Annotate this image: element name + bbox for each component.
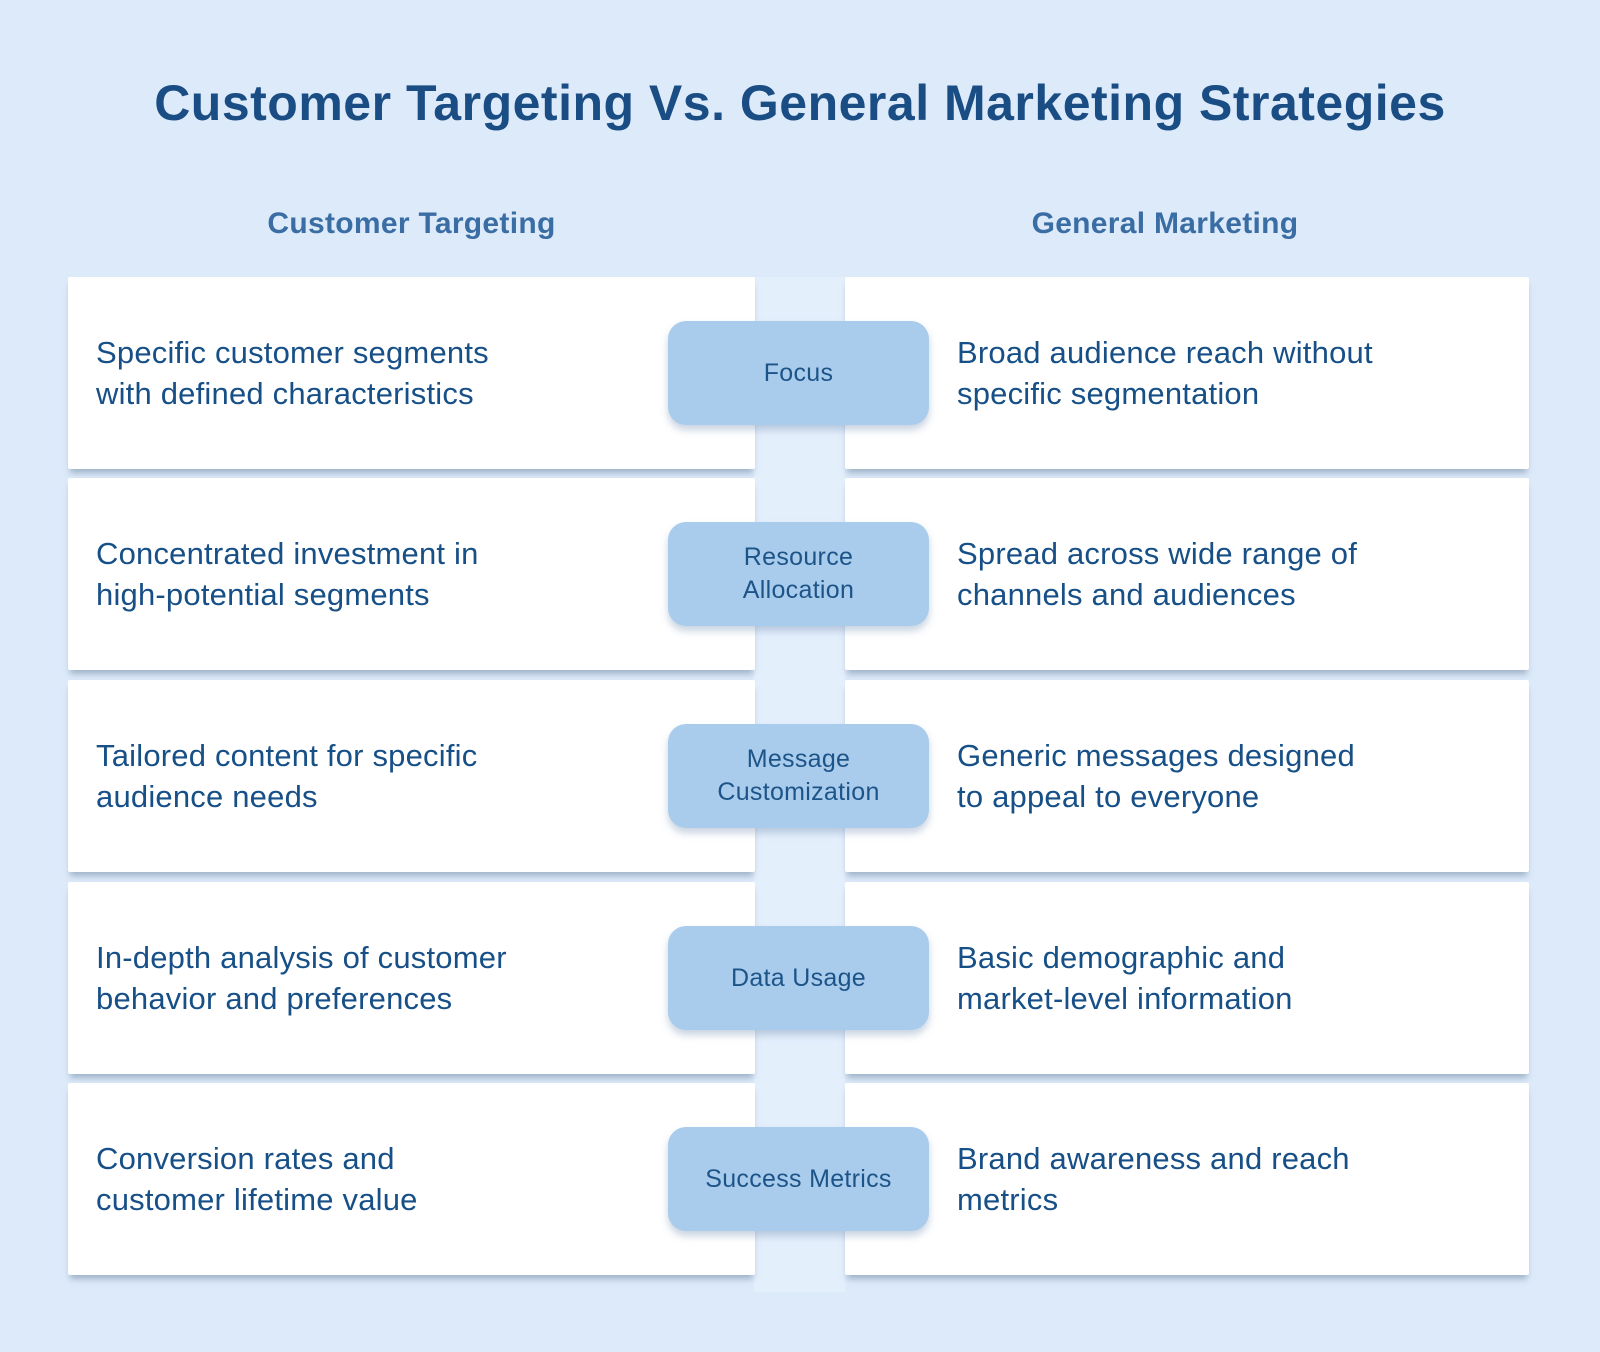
left-card-text: Specific customer segments with defined … [96,335,489,411]
category-label: Success Metrics [705,1164,892,1193]
category-label: Data Usage [730,963,867,992]
right-card-text: Brand awareness and reach metrics [957,1141,1350,1217]
category-pill-message-customization: Message Customization [668,724,929,828]
left-card-text: In-depth analysis of customer behavior a… [96,940,507,1016]
category-pill-success-metrics: Success Metrics [668,1127,929,1231]
left-card-text: Tailored content for specific audience n… [96,738,478,814]
category-pill-focus: Focus [668,321,929,425]
general-marketing-card: Generic messages designed to appeal to e… [845,680,1529,872]
general-marketing-card: Basic demographic and market-level infor… [845,882,1529,1074]
column-header-general-marketing: General Marketing [1031,207,1299,240]
row-message-customization: Tailored content for specific audience n… [0,680,1600,872]
right-card-text: Broad audience reach without specific se… [957,335,1373,411]
right-card-text: Spread across wide range of channels and… [957,536,1358,612]
row-focus: Specific customer segments with defined … [0,277,1600,469]
row-resource-allocation: Concentrated investment in high-potentia… [0,478,1600,670]
column-header-customer-targeting: Customer Targeting [267,207,556,240]
right-card-text: Generic messages designed to appeal to e… [957,738,1355,814]
customer-targeting-card: Tailored content for specific audience n… [68,680,755,872]
customer-targeting-card: Conversion rates and customer lifetime v… [68,1083,755,1275]
page-title: Customer Targeting Vs. General Marketing… [154,75,1446,131]
customer-targeting-card: Specific customer segments with defined … [68,277,755,469]
general-marketing-card: Spread across wide range of channels and… [845,478,1529,670]
customer-targeting-card: In-depth analysis of customer behavior a… [68,882,755,1074]
customer-targeting-card: Concentrated investment in high-potentia… [68,478,755,670]
category-pill-data-usage: Data Usage [668,926,929,1030]
category-label: Focus [763,358,834,387]
right-card-text: Basic demographic and market-level infor… [957,940,1293,1016]
left-card-text: Conversion rates and customer lifetime v… [96,1141,418,1217]
category-label: Resource Allocation [742,543,855,604]
left-card-text: Concentrated investment in high-potentia… [96,536,479,612]
row-data-usage: In-depth analysis of customer behavior a… [0,882,1600,1074]
general-marketing-card: Brand awareness and reach metrics [845,1083,1529,1275]
general-marketing-card: Broad audience reach without specific se… [845,277,1529,469]
row-success-metrics: Conversion rates and customer lifetime v… [0,1083,1600,1275]
category-pill-resource-allocation: Resource Allocation [668,522,929,626]
category-label: Message Customization [717,745,880,806]
